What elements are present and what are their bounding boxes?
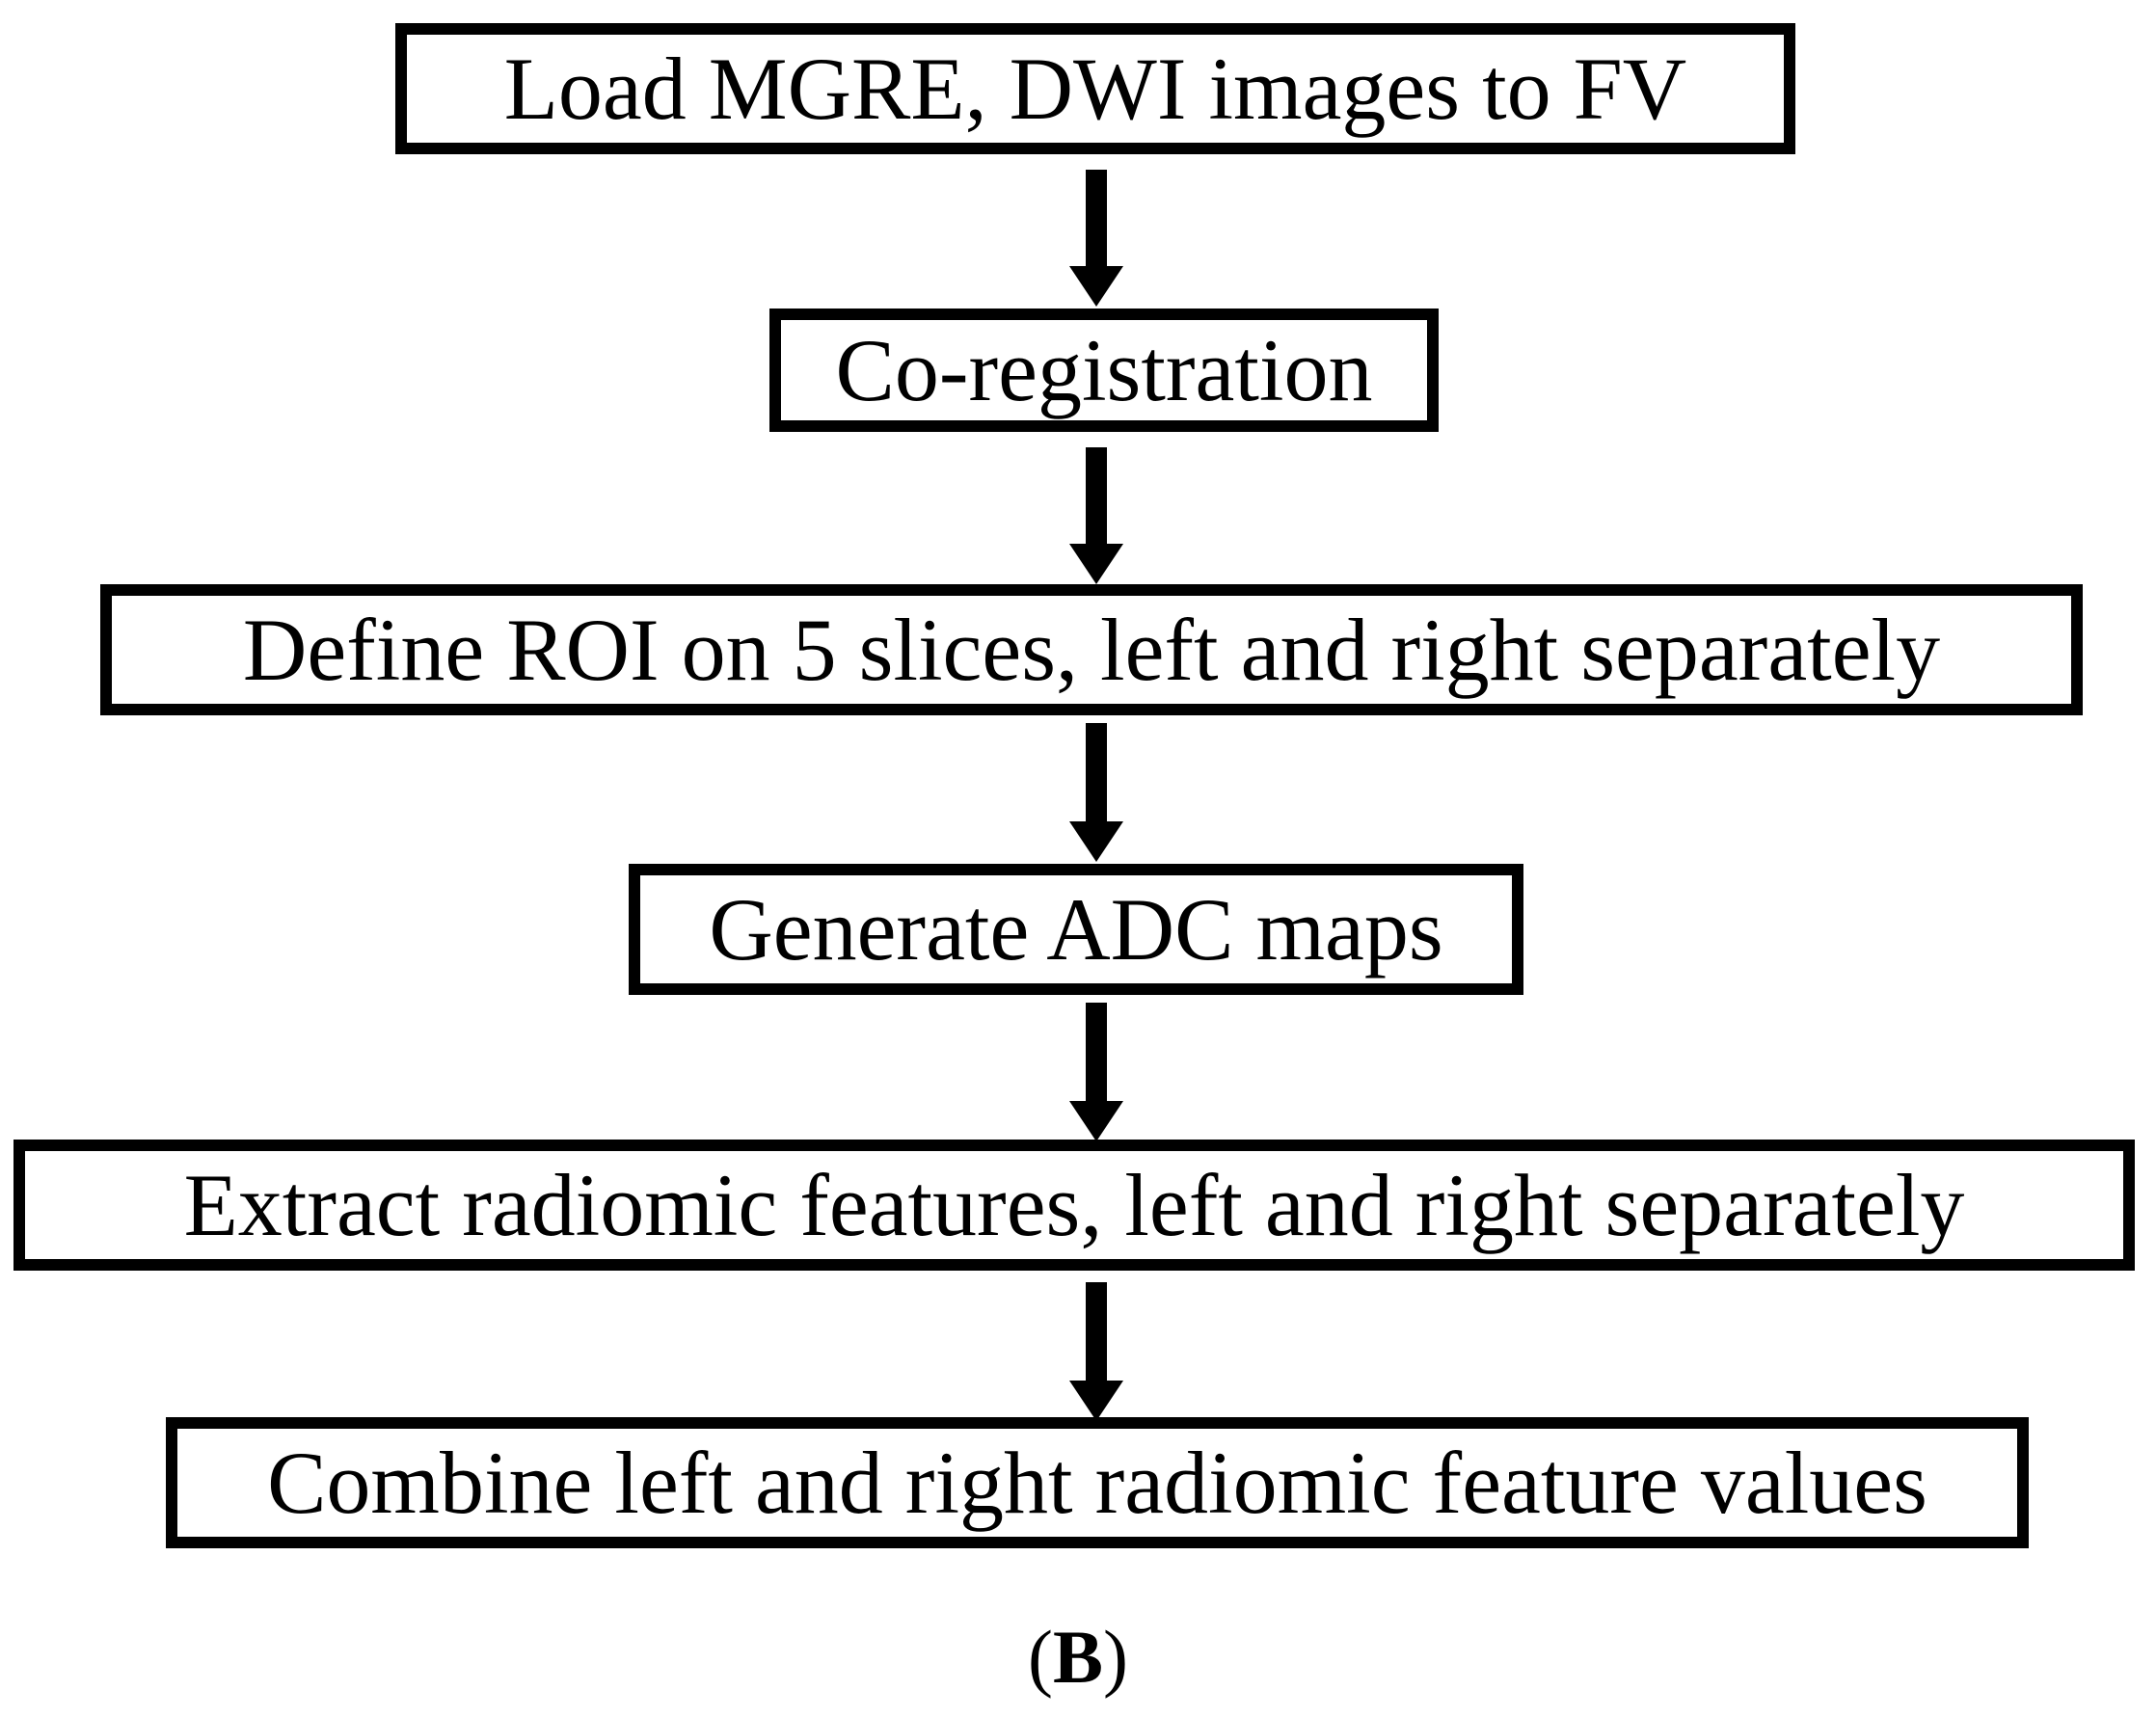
step-6-box: Combine left and right radiomic feature …	[166, 1417, 2029, 1548]
arrow-1	[1069, 170, 1123, 307]
arrow-2	[1069, 447, 1123, 584]
step-5-label: Extract radiomic features, left and righ…	[183, 1156, 1965, 1254]
step-2-box: Co-registration	[769, 309, 1439, 432]
step-3-label: Define ROI on 5 slices, left and right s…	[242, 601, 1941, 699]
step-1-box: Load MGRE, DWI images to FV	[395, 23, 1795, 154]
arrow-3	[1069, 723, 1123, 862]
step-1-label: Load MGRE, DWI images to FV	[503, 40, 1687, 138]
caption-open-paren: (	[1028, 1615, 1053, 1699]
arrow-5	[1069, 1282, 1123, 1421]
step-3-box: Define ROI on 5 slices, left and right s…	[100, 584, 2083, 715]
step-4-label: Generate ADC maps	[709, 880, 1443, 979]
figure-caption: (B)	[0, 1620, 2156, 1695]
caption-letter: B	[1052, 1615, 1104, 1699]
step-5-box: Extract radiomic features, left and righ…	[13, 1140, 2135, 1271]
step-6-label: Combine left and right radiomic feature …	[267, 1434, 1927, 1532]
arrow-4	[1069, 1003, 1123, 1141]
step-4-box: Generate ADC maps	[629, 864, 1523, 995]
step-2-label: Co-registration	[835, 321, 1373, 419]
caption-close-paren: )	[1103, 1615, 1128, 1699]
